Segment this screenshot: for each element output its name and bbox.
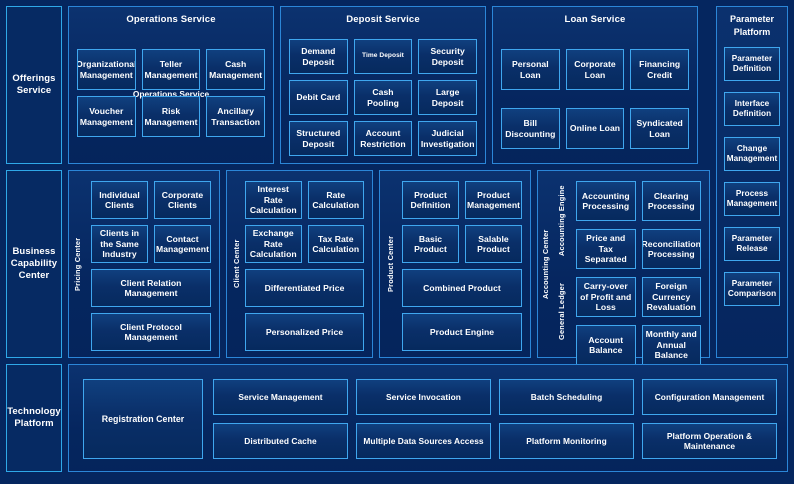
item-judicial-investigation[interactable]: Judicial Investigation [418, 121, 477, 156]
panel-title-loan-service: Loan Service [564, 14, 626, 25]
item-online-loan[interactable]: Online Loan [565, 108, 625, 149]
vertical-label-general-ledger: General Ledger [557, 282, 566, 340]
item-debit-card[interactable]: Debit Card [289, 80, 348, 115]
item-account-balance[interactable]: Account Balance [576, 325, 636, 365]
item-cash-pooling[interactable]: Cash Pooling [353, 80, 413, 115]
item-product-management[interactable]: Product Management [465, 181, 522, 219]
item-combined-product[interactable]: Combined Product [402, 269, 522, 307]
item-product-engine[interactable]: Product Engine [402, 313, 522, 351]
item-time-deposit[interactable]: Time Deposit [353, 39, 413, 74]
item-foreign-currency-revaluation[interactable]: Foreign Currency Revaluation [641, 277, 701, 317]
item-service-management[interactable]: Service Management [213, 379, 348, 415]
pricing-center-items: Individual Clients Corporate Clients Cli… [91, 181, 211, 351]
item-salable-product[interactable]: Salable Product [465, 225, 522, 263]
panel-accounting-center[interactable]: Accounting Center Accounting Engine Gene… [537, 170, 710, 365]
item-structured-deposit[interactable]: Structured Deposit [289, 121, 348, 156]
client-center-items: Interest Rate Calculation Rate Calculati… [245, 181, 364, 351]
item-tax-rate-calculation[interactable]: Tax Rate Calculation [307, 225, 364, 263]
item-personal-loan[interactable]: Personal Loan [501, 49, 560, 90]
item-process-management[interactable]: Process Management [724, 182, 780, 216]
item-reconciliation-processing[interactable]: Reconciliation Processing [641, 229, 701, 269]
vertical-label-accounting-center: Accounting Center [541, 229, 550, 299]
item-corporate-clients[interactable]: Corporate Clients [154, 181, 211, 219]
parameter-platform-items: Parameter Definition Interface Definitio… [724, 47, 780, 306]
row-label-business-capability-center[interactable]: Business Capability Center [6, 170, 62, 358]
item-registration-center[interactable]: Registration Center [83, 379, 203, 459]
vertical-label-accounting-engine: Accounting Engine [557, 185, 566, 257]
item-voucher-management[interactable]: Voucher Management [77, 96, 136, 137]
item-accounting-processing[interactable]: Accounting Processing [576, 181, 636, 221]
item-large-deposit[interactable]: Large Deposit [418, 80, 477, 115]
item-clearing-processing[interactable]: Clearing Processing [641, 181, 701, 221]
item-client-relation-management[interactable]: Client Relation Management [91, 269, 211, 307]
item-differentiated-price[interactable]: Differentiated Price [245, 269, 364, 307]
item-batch-scheduling[interactable]: Batch Scheduling [499, 379, 634, 415]
row-label-offerings-service[interactable]: Offerings Service [6, 6, 62, 164]
technology-platform-items: Service Management Service Invocation Ba… [213, 379, 777, 459]
item-parameter-comparison[interactable]: Parameter Comparison [724, 272, 780, 306]
operations-service-items: Organizational Management Teller Managem… [77, 49, 265, 137]
item-personalized-price[interactable]: Personalized Price [245, 313, 364, 351]
panel-product-center[interactable]: Product Center Product Definition Produc… [379, 170, 531, 358]
item-risk-management[interactable]: Risk Management [141, 96, 201, 137]
technology-platform-row: Technology Platform Registration Center … [6, 364, 788, 472]
item-financing-credit[interactable]: Financing Credit [630, 49, 689, 90]
product-center-items: Product Definition Product Management Ba… [402, 181, 522, 351]
panel-title-operations-service: Operations Service [126, 14, 216, 25]
item-syndicated-loan[interactable]: Syndicated Loan [630, 108, 689, 149]
item-multiple-data-sources-access[interactable]: Multiple Data Sources Access [356, 423, 491, 459]
item-price-and-tax-separated[interactable]: Price and Tax Separated [576, 229, 636, 269]
item-clients-in-the-same-industry[interactable]: Clients in the Same Industry [91, 225, 148, 263]
item-interface-definition[interactable]: Interface Definition [724, 92, 780, 126]
item-platform-operation-and-maintenance[interactable]: Platform Operation & Maintenance [642, 423, 777, 459]
panel-title-parameter-platform: Parameter Platform [729, 14, 775, 37]
item-bill-discounting[interactable]: Bill Discounting [501, 108, 560, 149]
item-individual-clients[interactable]: Individual Clients [91, 181, 148, 219]
panel-loan-service[interactable]: Loan Service Personal Loan Corporate Loa… [492, 6, 698, 164]
item-service-invocation[interactable]: Service Invocation [356, 379, 491, 415]
item-security-deposit[interactable]: Security Deposit [418, 39, 477, 74]
item-cash-management[interactable]: Cash Management [206, 49, 265, 90]
item-basic-product[interactable]: Basic Product [402, 225, 459, 263]
panel-technology-platform[interactable]: Registration Center Service Management S… [68, 364, 788, 472]
item-carry-over-of-profit-and-loss[interactable]: Carry-over of Profit and Loss [576, 277, 636, 317]
item-interest-rate-calculation[interactable]: Interest Rate Calculation [245, 181, 302, 219]
item-exchange-rate-calculation[interactable]: Exchange Rate Calculation [245, 225, 302, 263]
item-product-definition[interactable]: Product Definition [402, 181, 459, 219]
item-change-management[interactable]: Change Management [724, 137, 780, 171]
item-configuration-management[interactable]: Configuration Management [642, 379, 777, 415]
item-account-restriction[interactable]: Account Restriction [353, 121, 413, 156]
vertical-label-pricing-center: Pricing Center [73, 237, 82, 291]
item-organizational-management[interactable]: Organizational Management [77, 49, 136, 90]
panel-pricing-center[interactable]: Pricing Center Individual Clients Corpor… [68, 170, 220, 358]
panel-deposit-service[interactable]: Deposit Service Demand Deposit Time Depo… [280, 6, 486, 164]
panel-client-center[interactable]: Client Center Interest Rate Calculation … [226, 170, 373, 358]
item-corporate-loan[interactable]: Corporate Loan [565, 49, 625, 90]
item-distributed-cache[interactable]: Distributed Cache [213, 423, 348, 459]
item-rate-calculation[interactable]: Rate Calculation [307, 181, 364, 219]
panel-subtitle-operations-service-duplicate: Operations Service [132, 89, 210, 99]
business-capability-center-row: Business Capability Center Pricing Cente… [6, 170, 710, 365]
loan-service-items: Personal Loan Corporate Loan Financing C… [501, 49, 689, 149]
panel-title-deposit-service: Deposit Service [346, 14, 420, 25]
item-platform-monitoring[interactable]: Platform Monitoring [499, 423, 634, 459]
item-parameter-release[interactable]: Parameter Release [724, 227, 780, 261]
item-teller-management[interactable]: Teller Management [141, 49, 201, 90]
vertical-label-client-center: Client Center [232, 239, 241, 289]
vertical-label-product-center: Product Center [386, 235, 395, 293]
item-ancillary-transaction[interactable]: Ancillary Transaction [206, 96, 265, 137]
panel-parameter-platform[interactable]: Parameter Platform Parameter Definition … [716, 6, 788, 358]
item-parameter-definition[interactable]: Parameter Definition [724, 47, 780, 81]
row-label-technology-platform[interactable]: Technology Platform [6, 364, 62, 472]
item-demand-deposit[interactable]: Demand Deposit [289, 39, 348, 74]
item-client-protocol-management[interactable]: Client Protocol Management [91, 313, 211, 351]
item-monthly-and-annual-balance[interactable]: Monthly and Annual Balance [641, 325, 701, 365]
offerings-service-row: Offerings Service Operations Service Ope… [6, 6, 788, 164]
accounting-center-items: Accounting Processing Clearing Processin… [576, 181, 701, 365]
item-contact-management[interactable]: Contact Management [154, 225, 211, 263]
deposit-service-items: Demand Deposit Time Deposit Security Dep… [289, 39, 477, 156]
panel-operations-service[interactable]: Operations Service Operations Service Or… [68, 6, 274, 164]
